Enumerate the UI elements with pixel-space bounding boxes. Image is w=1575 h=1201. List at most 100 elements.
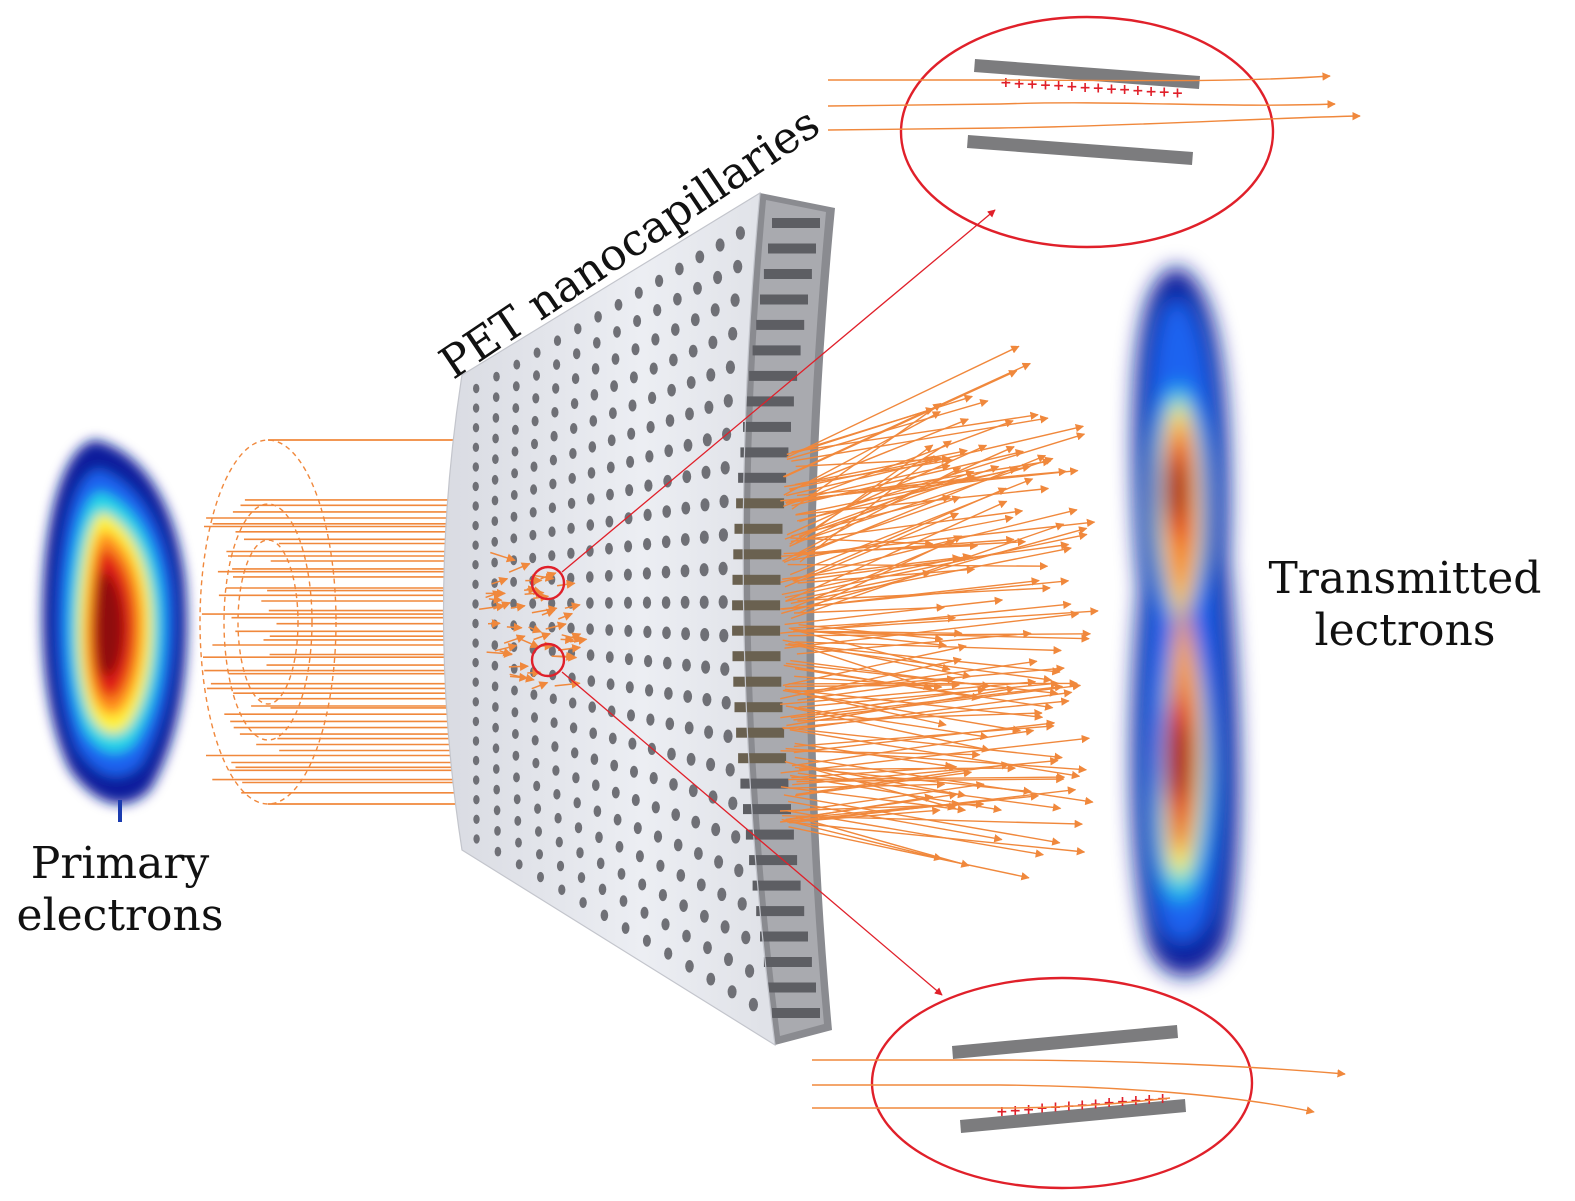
capillary-hole (702, 693, 712, 707)
capillary-hole (702, 433, 712, 447)
capillary-hole (700, 628, 710, 642)
capillary-hole (511, 446, 519, 457)
capillary-hole (510, 663, 518, 674)
capillary-hole (691, 815, 701, 829)
capillary-hole (661, 535, 671, 549)
capillary-hole (570, 423, 578, 434)
capillary-hole (718, 561, 728, 576)
capillary-hole (494, 846, 502, 857)
capillary-hole (510, 620, 518, 631)
capillary-hole (719, 628, 729, 643)
capillary-hole (745, 964, 755, 978)
capillary-hole (492, 413, 500, 423)
capillary-hole (548, 526, 556, 537)
impact-arrow (488, 594, 503, 604)
capillary-hole (696, 878, 706, 892)
transmitted-ray (785, 662, 1059, 697)
transmitted-ray (794, 675, 943, 691)
capillary-hole (567, 572, 575, 584)
transmitted-ray (789, 729, 1081, 780)
transmitted-ray (792, 757, 1059, 786)
transmitted-ray (790, 539, 957, 610)
capillary-hole (700, 498, 710, 512)
capillary-hole (534, 803, 542, 814)
capillary-hole (472, 423, 480, 433)
capillary-hole (664, 947, 673, 960)
capillary-hole (586, 649, 595, 661)
capillary-hole (532, 757, 540, 769)
capillary-hole (685, 960, 694, 973)
capillary-hole (579, 897, 587, 909)
capillary-hole (648, 391, 657, 404)
positive-charge: + (1036, 1101, 1048, 1117)
transmitted-ray (785, 791, 958, 821)
positive-charge: + (1066, 79, 1078, 95)
capillary-hole (472, 520, 479, 531)
capillary-hole (473, 383, 480, 394)
transmitted-ray (795, 641, 1062, 655)
transmitted-ray (798, 689, 1073, 730)
capillary-hole (720, 662, 730, 676)
capillary-hole (549, 478, 557, 490)
capillary-hole (701, 465, 711, 479)
capillary-hole (586, 571, 594, 583)
capillary-hole (658, 889, 668, 902)
capillary-hole (514, 815, 522, 826)
capillary-hole (549, 454, 558, 466)
capillary-hole (533, 370, 540, 381)
transmitted-ray (796, 774, 1065, 784)
capillary-hole (688, 784, 698, 798)
capillary-hole (590, 389, 599, 401)
positive-charge: + (1009, 1103, 1021, 1119)
transmitted-ray (793, 719, 1056, 754)
capillary-hole (604, 570, 613, 582)
capillary-hole (577, 872, 586, 884)
transmitted-ray (786, 407, 935, 456)
capillary-hole (706, 757, 716, 772)
capillary-hole (748, 997, 759, 1012)
capillary-hole (665, 717, 675, 731)
capillary-hole (635, 850, 644, 863)
impact-arrow (528, 624, 542, 634)
capillary-hole (550, 717, 558, 728)
impact-arrow (509, 673, 535, 683)
capillary-hole (549, 693, 557, 705)
capillary-hole (606, 461, 615, 474)
transmitted-ray (786, 444, 988, 536)
capillary-slot (740, 778, 789, 789)
capillary-hole (661, 596, 671, 609)
capillary-hole (714, 855, 724, 869)
capillary-slot (756, 906, 805, 917)
capillary-slot (756, 319, 805, 330)
capillary-hole (651, 333, 660, 346)
capillary-slot (768, 982, 816, 993)
transmitted-beam-lines (779, 345, 1099, 881)
capillary-hole (594, 311, 602, 323)
transmitted-ray (793, 682, 1082, 721)
capillary-hole (631, 794, 640, 806)
capillary-hole (685, 407, 694, 421)
capillary-hole (671, 323, 680, 336)
capillary-hole (569, 448, 577, 459)
capillary-hole (535, 826, 542, 837)
capillary-slot (734, 523, 783, 534)
callout-markers (530, 565, 566, 678)
capillary-hole (607, 434, 616, 447)
capillary-hole (492, 392, 500, 403)
positive-charge: + (1119, 82, 1131, 98)
capillary-slot (760, 294, 808, 305)
capillary-slot (743, 804, 791, 815)
transmitted-ray (795, 769, 973, 797)
transmitted-ray (782, 726, 1063, 761)
transmitted-ray (786, 345, 1020, 459)
capillary-slot (752, 880, 801, 891)
capillary-hole (576, 847, 584, 859)
capillary-hole (511, 685, 518, 696)
impact-arrow (560, 635, 575, 645)
transmitted-ray (780, 678, 1037, 705)
transmitted-ray (798, 624, 944, 643)
capillary-hole (548, 645, 556, 657)
capillary-hole (610, 380, 618, 392)
capillary-hole (492, 722, 499, 733)
capillary-hole (571, 747, 579, 759)
